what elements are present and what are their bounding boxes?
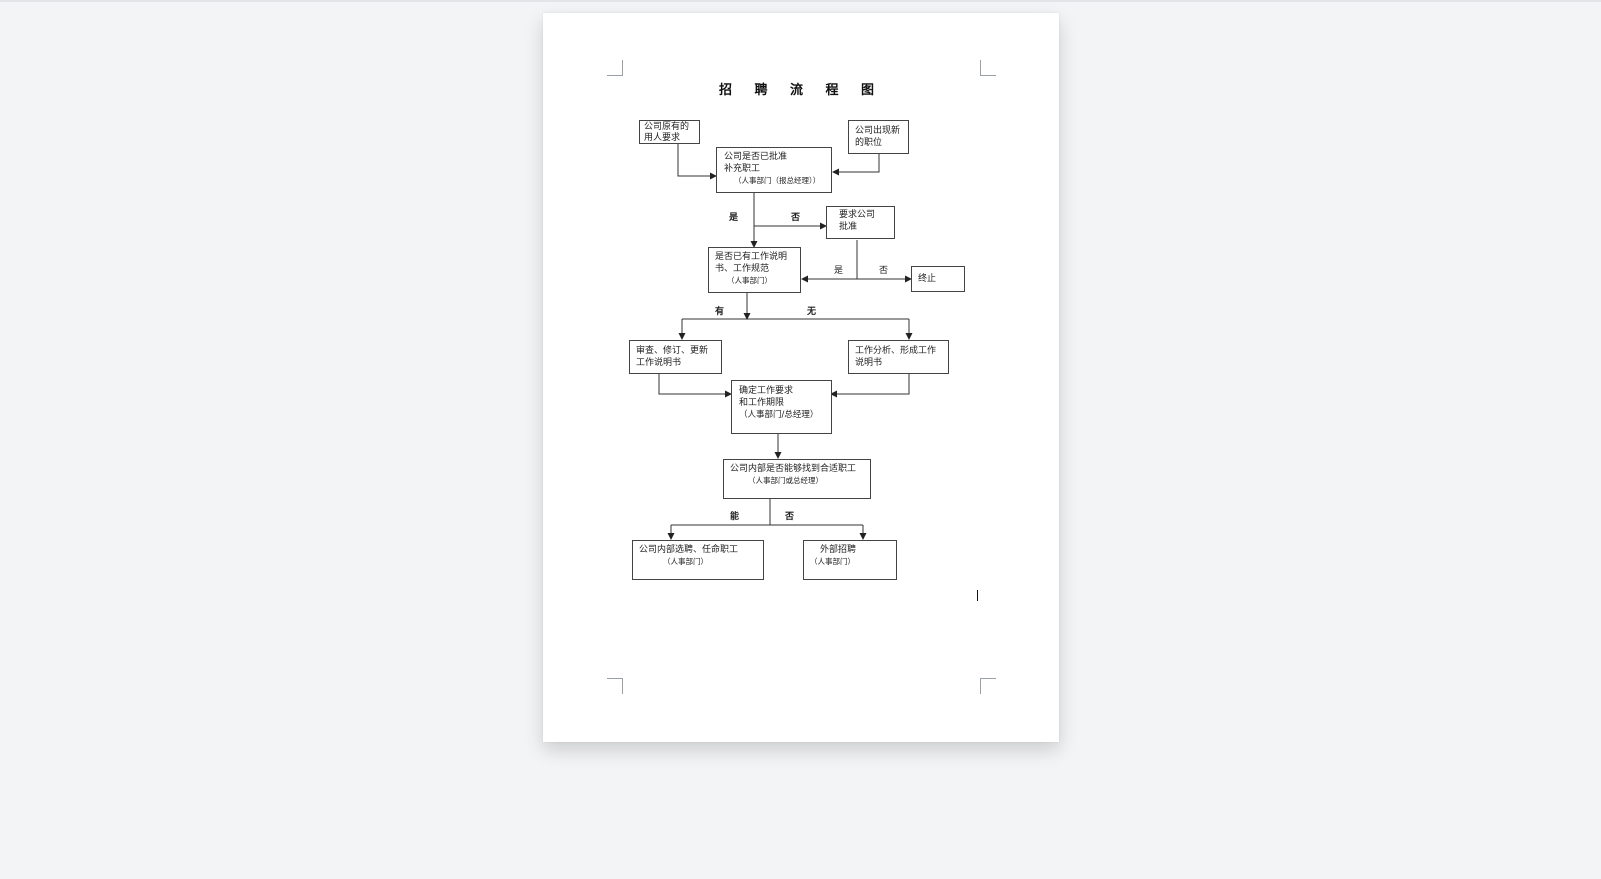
node-internal-find-text: 公司内部是否能够找到合适职工 (730, 464, 857, 474)
node-internal-find-sub: （人事部门或总经理） (748, 476, 823, 485)
document-page[interactable]: 招 聘 流 程 图 (543, 13, 1059, 742)
connector-review-to-determine (658, 373, 732, 398)
node-approved-text: 公司是否已批准补充职工 (724, 152, 788, 174)
label-yes-approved: 是 (729, 213, 739, 223)
node-determine-req: 确定工作要求和工作期限 （人事部门/总经理） (731, 380, 832, 434)
label-yes-request: 是 (834, 266, 844, 276)
node-internal-select-text: 公司内部选聘、任命职工 (639, 545, 739, 555)
viewer-top-border (0, 0, 1601, 2)
node-external-text: 外部招聘 (820, 545, 857, 555)
node-has-job-desc-text: 是否已有工作说明书、工作规范 (715, 252, 788, 274)
node-terminate: 终止 (911, 266, 965, 292)
node-approved-sub: （人事部门（报总经理）） (734, 176, 821, 185)
node-determine-req-sub: （人事部门/总经理） (739, 410, 819, 420)
node-job-analysis: 工作分析、形成工作说明书 (848, 340, 949, 374)
node-internal-find: 公司内部是否能够找到合适职工 （人事部门或总经理） (723, 459, 871, 499)
connector-existing-to-approved (677, 143, 717, 180)
node-existing-need: 公司原有的用人要求 (639, 120, 700, 144)
node-internal-select: 公司内部选聘、任命职工 （人事部门） (632, 540, 764, 580)
crop-mark-top-right (980, 60, 996, 76)
node-approved: 公司是否已批准补充职工 （人事部门（报总经理）） (716, 147, 832, 193)
label-no-approved: 否 (791, 213, 801, 223)
label-no-request: 否 (879, 266, 889, 276)
connector-new-to-approved (832, 153, 880, 176)
crop-mark-bottom-left (607, 678, 623, 694)
node-review-update: 审查、修订、更新工作说明书 (629, 340, 722, 374)
label-can: 能 (730, 512, 740, 522)
connector-analysis-to-determine (830, 373, 910, 398)
node-has-job-desc: 是否已有工作说明书、工作规范 （人事部门） (708, 247, 801, 293)
label-none: 无 (807, 307, 817, 317)
flowchart-connectors (658, 143, 913, 540)
node-internal-select-sub: （人事部门） (663, 557, 708, 566)
node-external: 外部招聘 （人事部门） (803, 540, 897, 580)
node-determine-req-text: 确定工作要求和工作期限 (739, 386, 794, 408)
node-request-approval: 要求公司批准 (826, 206, 895, 239)
crop-mark-top-left (607, 60, 623, 76)
label-have: 有 (715, 307, 725, 317)
label-no-internal: 否 (785, 512, 795, 522)
document-title: 招 聘 流 程 图 (718, 83, 884, 98)
text-cursor (977, 590, 978, 601)
node-external-sub: （人事部门） (810, 557, 855, 566)
crop-mark-bottom-right (980, 678, 996, 694)
node-new-position: 公司出现新的职位 (848, 120, 909, 154)
node-has-job-desc-sub: （人事部门） (727, 276, 772, 285)
